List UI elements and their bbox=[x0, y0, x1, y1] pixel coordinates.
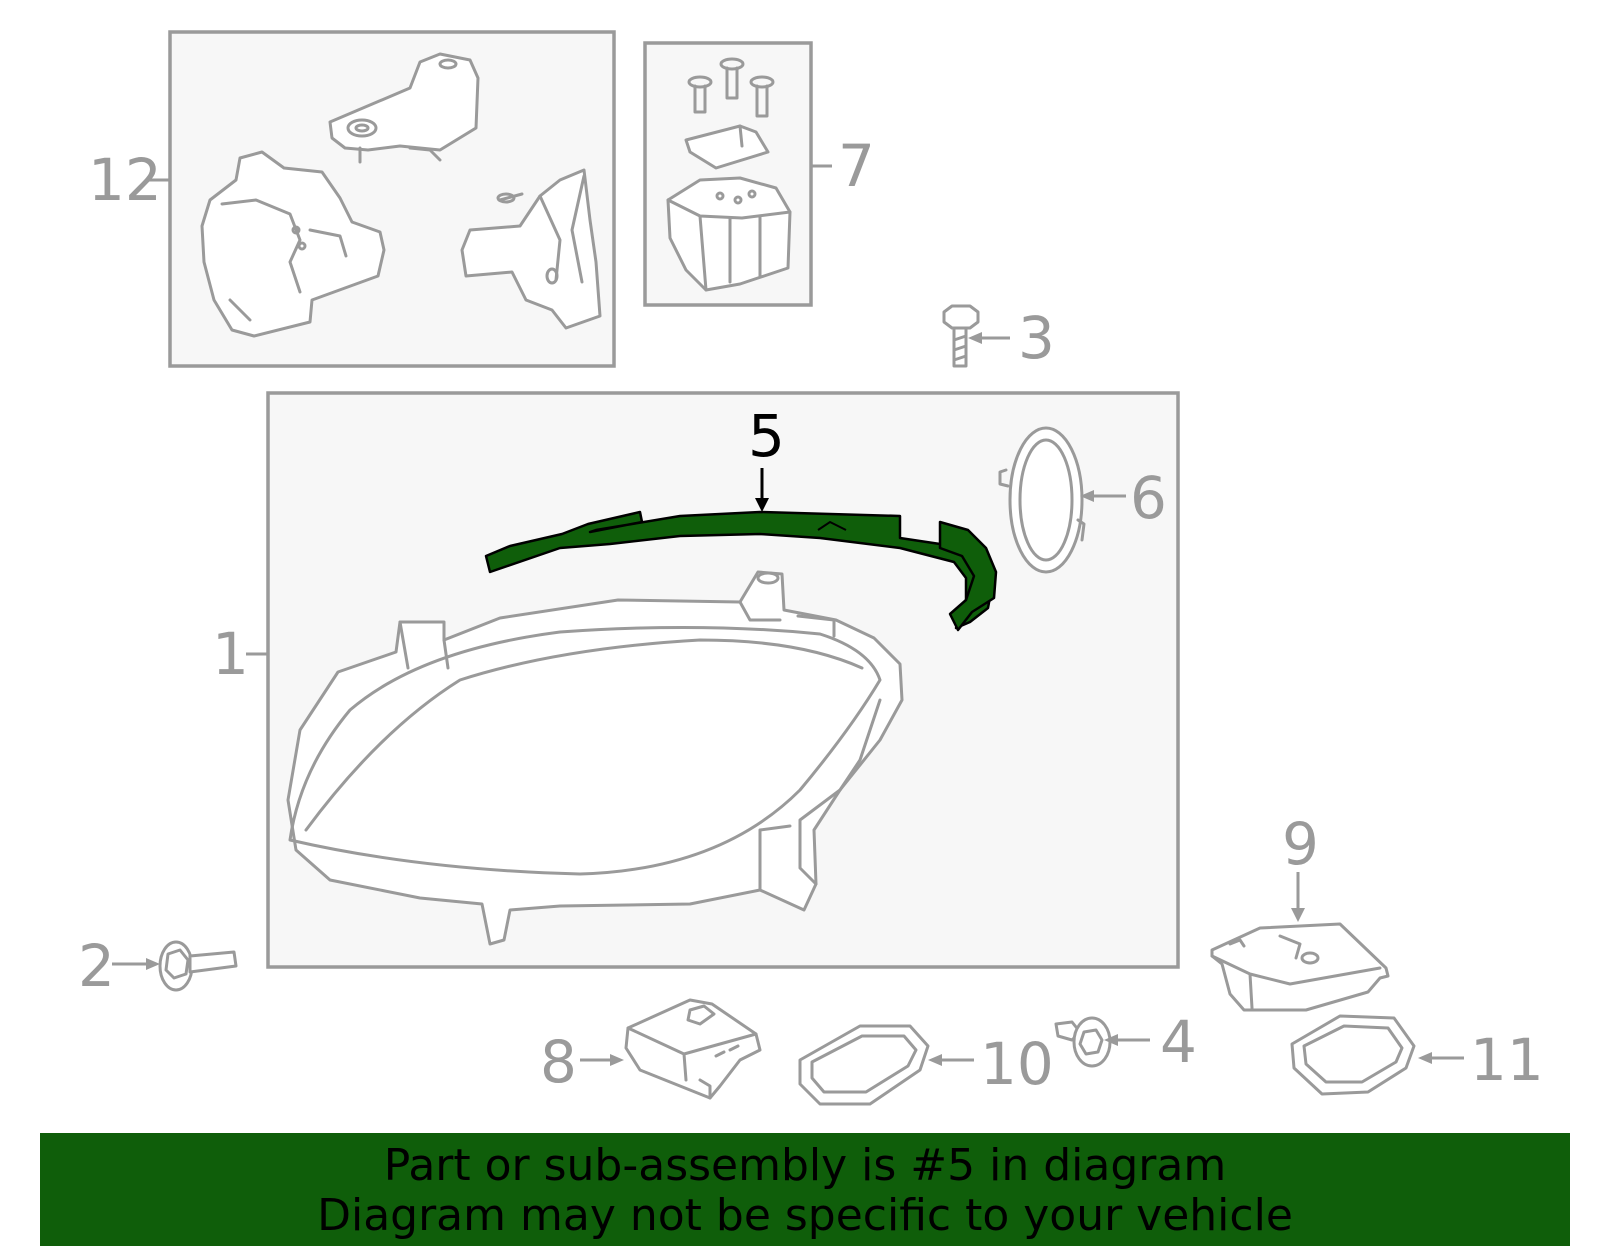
part-8-control-module bbox=[624, 998, 762, 1100]
callout-6: 6 bbox=[1130, 464, 1167, 532]
callout-8: 8 bbox=[540, 1028, 577, 1096]
callout-11: 11 bbox=[1470, 1026, 1544, 1094]
callout-3: 3 bbox=[1018, 304, 1055, 372]
callout-10: 10 bbox=[980, 1030, 1054, 1098]
part-5-seal-highlighted bbox=[484, 510, 998, 632]
part-10-gasket bbox=[798, 1024, 930, 1106]
part-3-screw bbox=[942, 304, 980, 368]
callout-1: 1 bbox=[212, 620, 249, 688]
callout-7: 7 bbox=[838, 132, 875, 200]
banner-line-2: Diagram may not be specific to your vehi… bbox=[317, 1190, 1293, 1241]
banner-line-1: Part or sub-assembly is #5 in diagram bbox=[383, 1140, 1227, 1191]
callout-5: 5 bbox=[748, 402, 785, 470]
callout-2: 2 bbox=[78, 932, 115, 1000]
callout-12: 12 bbox=[88, 146, 162, 214]
part-6-cap-ring bbox=[998, 426, 1086, 574]
part-2-bolt bbox=[158, 940, 238, 992]
callout-4: 4 bbox=[1160, 1008, 1197, 1076]
part-9-ballast bbox=[1210, 922, 1390, 1012]
part-12-bracket-kit bbox=[168, 30, 616, 368]
part-1-headlamp bbox=[286, 570, 904, 946]
callout-9: 9 bbox=[1282, 810, 1319, 878]
part-7-cap-kit bbox=[643, 41, 813, 307]
part-11-gasket bbox=[1290, 1014, 1416, 1096]
part-4-nut bbox=[1054, 1016, 1112, 1068]
info-banner: Part or sub-assembly is #5 in diagram Di… bbox=[40, 1133, 1570, 1246]
